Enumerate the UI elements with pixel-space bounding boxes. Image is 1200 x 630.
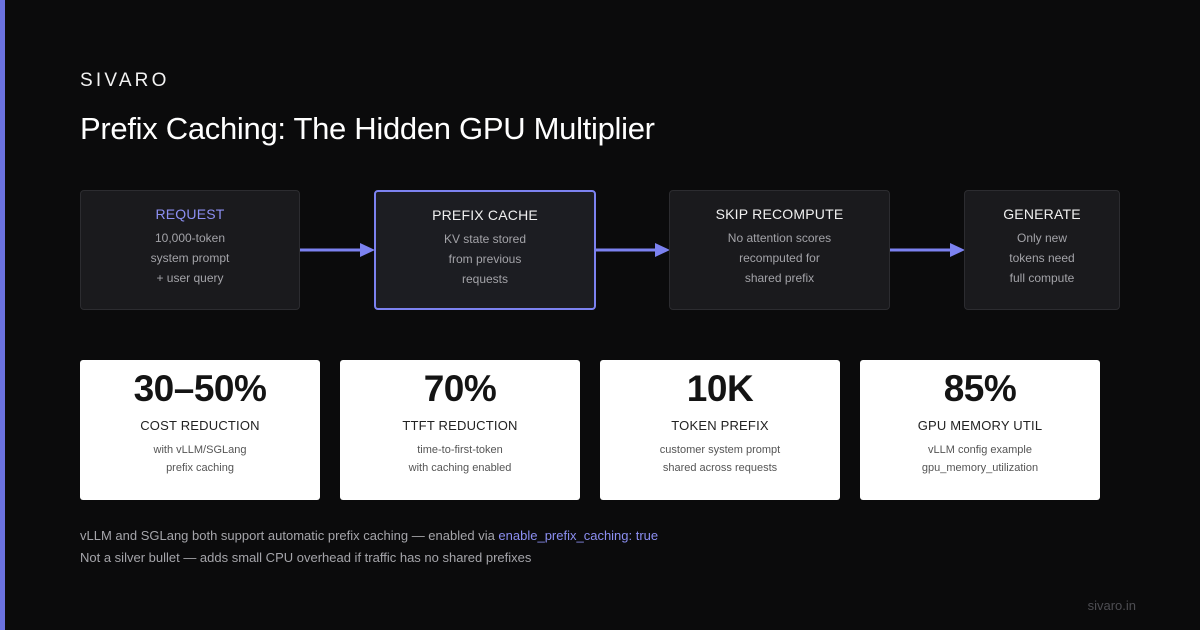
- page-title: Prefix Caching: The Hidden GPU Multiplie…: [80, 111, 655, 146]
- stat-description: time-to-first-token: [417, 444, 503, 456]
- stat-value: 10K: [686, 368, 754, 409]
- note-caveat: Not a silver bullet — adds small CPU ove…: [80, 550, 532, 565]
- stat-label: GPU MEMORY UTIL: [917, 418, 1043, 433]
- stat-label: TTFT REDUCTION: [402, 418, 518, 433]
- stat-description: prefix caching: [166, 462, 234, 474]
- accent-bar: [0, 0, 5, 630]
- flow-step-line: 10,000-token: [154, 231, 226, 245]
- flow-step-line: from previous: [448, 252, 522, 266]
- flow-step-title: PREFIX CACHE: [432, 207, 538, 223]
- flow-step-skip-recompute: SKIP RECOMPUTE No attention scores recom…: [669, 190, 890, 310]
- stat-value: 70%: [423, 368, 497, 409]
- brand-logo: SIVARO: [80, 70, 170, 91]
- stat-card-gpu-memory: 85% GPU MEMORY UTIL vLLM config example …: [860, 360, 1100, 500]
- stat-description: customer system prompt: [659, 444, 781, 456]
- flow-step-line: KV state stored: [443, 232, 527, 246]
- flow-step-line: full compute: [1009, 271, 1075, 285]
- flow-step-line: system prompt: [150, 251, 230, 265]
- flow-step-line: Only new: [1016, 231, 1068, 245]
- flow-step-title: REQUEST: [155, 206, 225, 222]
- stat-value: 30–50%: [133, 368, 267, 409]
- flow-step-request: REQUEST 10,000-token system prompt + use…: [80, 190, 300, 310]
- arrow-right-icon: [300, 243, 375, 257]
- config-flag-code: enable_prefix_caching: true: [498, 528, 659, 543]
- flow-step-prefix-cache: PREFIX CACHE KV state stored from previo…: [374, 190, 596, 310]
- arrow-right-icon: [890, 243, 965, 257]
- flow-step-line: tokens need: [1009, 251, 1075, 265]
- stat-card-ttft-reduction: 70% TTFT REDUCTION time-to-first-token w…: [340, 360, 580, 500]
- note-text: vLLM and SGLang both support automatic p…: [80, 528, 499, 543]
- stat-label: TOKEN PREFIX: [671, 418, 769, 433]
- flow-step-generate: GENERATE Only new tokens need full compu…: [964, 190, 1120, 310]
- flow-step-line: recomputed for: [739, 251, 820, 265]
- flow-step-title: GENERATE: [1003, 206, 1081, 222]
- flow-step-line: shared prefix: [744, 271, 815, 285]
- footer-url: sivaro.in: [1087, 598, 1136, 613]
- arrow-right-icon: [596, 243, 670, 257]
- stat-card-cost-reduction: 30–50% COST REDUCTION with vLLM/SGLang p…: [80, 360, 320, 500]
- stat-description: with caching enabled: [408, 462, 512, 474]
- note-prefix-caching-support: vLLM and SGLang both support automatic p…: [80, 528, 658, 543]
- stat-description: with vLLM/SGLang: [153, 444, 247, 456]
- stat-card-token-prefix: 10K TOKEN PREFIX customer system prompt …: [600, 360, 840, 500]
- stat-label: COST REDUCTION: [140, 418, 260, 433]
- stat-description: gpu_memory_utilization: [921, 462, 1039, 474]
- flow-step-line: No attention scores: [727, 231, 832, 245]
- flow-step-title: SKIP RECOMPUTE: [715, 206, 844, 222]
- flow-step-line: requests: [461, 272, 509, 286]
- flow-step-line: + user query: [156, 271, 224, 285]
- stat-description: shared across requests: [662, 462, 778, 474]
- stat-description: vLLM config example: [928, 444, 1032, 456]
- stat-value: 85%: [943, 368, 1017, 409]
